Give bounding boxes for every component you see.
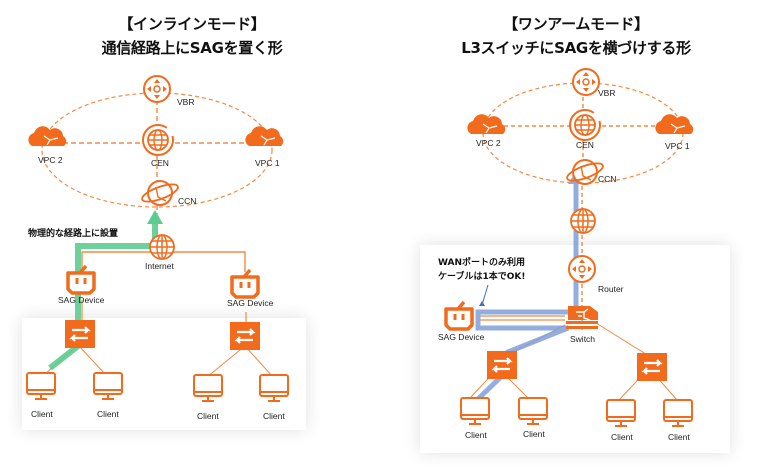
left-vbr-icon xyxy=(143,75,171,103)
right-router-icon xyxy=(568,255,596,283)
left-sag1-label: SAG Device xyxy=(58,295,105,305)
right-switch2-icon xyxy=(635,351,669,383)
right-note-arrowhead xyxy=(479,301,485,306)
right-switch-label: Switch xyxy=(570,334,595,344)
left-vpc1-label: VPC 1 xyxy=(255,158,280,168)
left-client4-label: Client xyxy=(263,411,285,421)
left-vpc1-icon xyxy=(244,125,284,147)
right-client3-icon xyxy=(606,399,636,427)
right-note-line1: WANポートのみ利用 xyxy=(438,256,525,268)
right-vbr-label: VBR xyxy=(598,88,615,98)
right-vpc1-label: VPC 1 xyxy=(665,141,690,151)
right-client3-label: Client xyxy=(611,432,633,442)
left-sag2-label: SAG Device xyxy=(227,298,274,308)
left-client1-label: Client xyxy=(31,409,53,419)
right-l3switch-icon xyxy=(565,305,599,330)
left-vpc2-label: VPC 2 xyxy=(38,155,63,165)
left-cen-icon xyxy=(142,124,174,156)
left-client2-label: Client xyxy=(97,409,119,419)
left-client3-label: Client xyxy=(197,411,219,421)
right-client2-icon xyxy=(518,397,548,425)
left-client1-icon xyxy=(26,372,56,400)
right-note-arrow-line xyxy=(481,284,489,306)
left-sag1-icon xyxy=(66,264,96,295)
right-title-mode: 【ワンアームモード】 xyxy=(503,15,649,33)
right-vpc2-icon xyxy=(466,113,506,135)
left-client2-icon xyxy=(93,372,123,400)
left-client4-icon xyxy=(259,374,289,402)
left-note: 物理的な経路上に設置 xyxy=(28,227,118,239)
right-client4-icon xyxy=(663,399,693,427)
left-path-arrowhead xyxy=(147,210,163,224)
right-ccn-label: CCN xyxy=(598,174,616,184)
left-client3-icon xyxy=(193,374,223,402)
right-client4-label: Client xyxy=(668,432,690,442)
right-vbr-icon xyxy=(572,68,600,96)
left-internet-icon xyxy=(149,234,175,260)
left-switch1-icon xyxy=(63,318,97,350)
right-internet-icon xyxy=(570,208,596,234)
left-vpc2-icon xyxy=(27,125,67,147)
right-note-line2: ケーブルは1本でOK! xyxy=(438,270,525,282)
left-cen-label: CEN xyxy=(151,158,169,168)
right-sag-icon xyxy=(444,300,474,331)
right-cen-icon xyxy=(569,109,601,141)
right-switch1-icon xyxy=(485,349,519,381)
right-title-description: L3スイッチにSAGを横づけする形 xyxy=(461,39,691,57)
right-vpc2-label: VPC 2 xyxy=(476,138,501,148)
left-title-description: 通信経路上にSAGを置く形 xyxy=(101,39,283,57)
right-client2-label: Client xyxy=(523,429,545,439)
left-internet-label: Internet xyxy=(145,261,174,271)
left-switch2-icon xyxy=(228,320,262,352)
left-ccn-icon xyxy=(139,179,181,207)
right-cen-label: CEN xyxy=(576,140,594,150)
left-sag2-icon xyxy=(230,268,260,299)
right-client1-icon xyxy=(460,397,490,425)
left-ccn-label: CCN xyxy=(178,196,196,206)
left-vbr-label: VBR xyxy=(177,97,194,107)
right-vpc1-icon xyxy=(654,113,694,135)
left-title-mode: 【インラインモード】 xyxy=(118,15,266,33)
right-sag-label: SAG Device xyxy=(438,332,485,342)
right-client1-label: Client xyxy=(465,430,487,440)
right-router-label: Router xyxy=(598,284,624,294)
